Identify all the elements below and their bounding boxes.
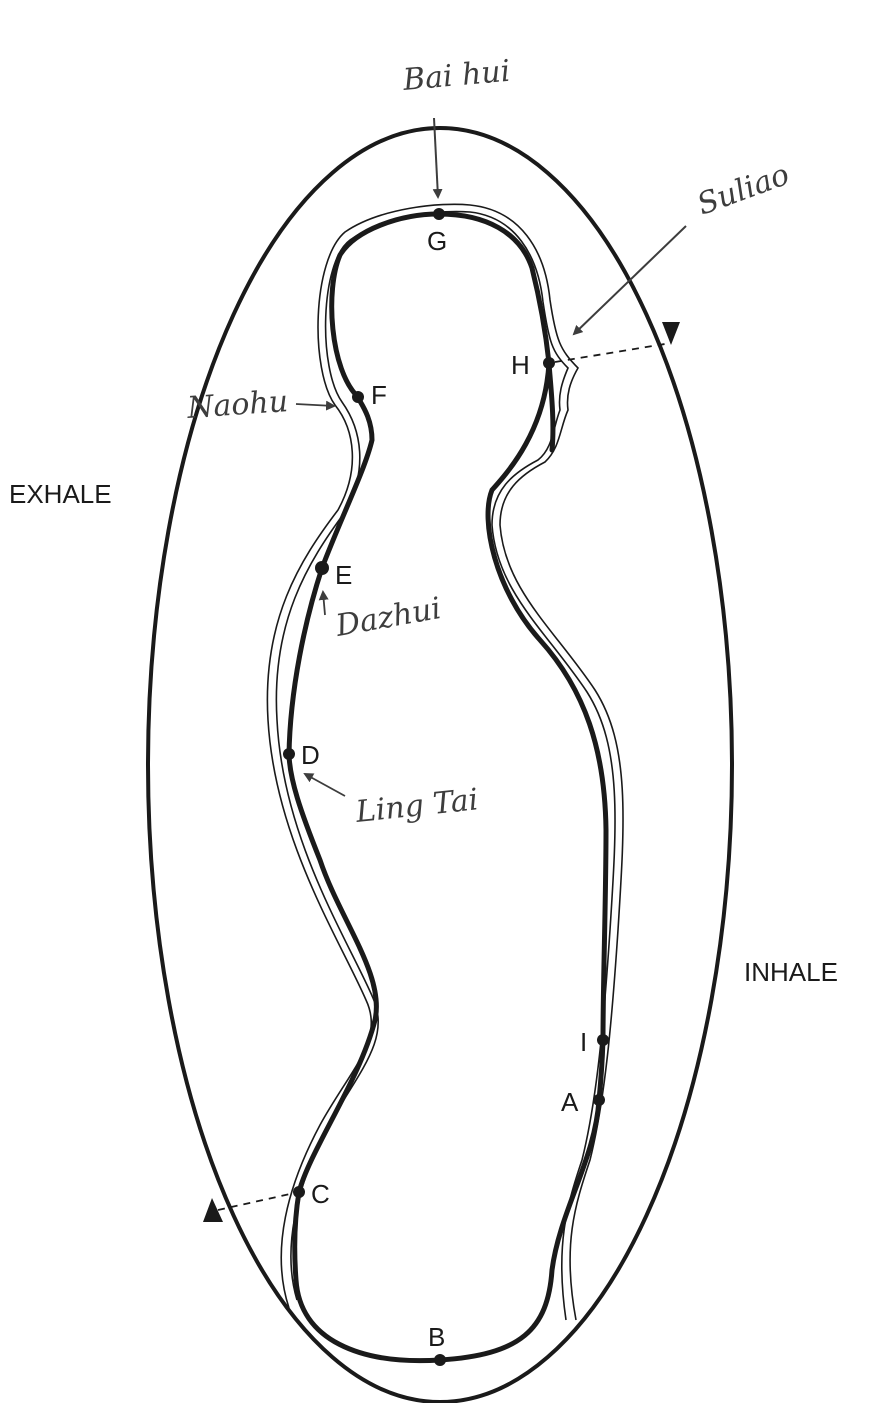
lingtai-arrow <box>305 774 345 796</box>
baihui-annotation: Bai hui <box>401 54 512 98</box>
body-outline-inner <box>276 212 615 1320</box>
dazhui-arrow <box>323 592 325 615</box>
inhale-label: INHALE <box>744 957 838 987</box>
lingtai-annotation: Ling Tai <box>353 782 480 830</box>
point-a-label: A <box>561 1087 579 1117</box>
naohu-annotation: Naohu <box>185 384 289 426</box>
dazhui-annotation: Dazhui <box>332 591 443 644</box>
point-a-dot <box>593 1094 605 1106</box>
point-h-dot <box>543 357 555 369</box>
naohu-arrow <box>296 404 334 406</box>
inhale-direction-arrow <box>662 322 680 345</box>
point-f-dot <box>352 391 364 403</box>
exhale-label: EXHALE <box>9 479 112 509</box>
body-outline <box>267 204 623 1320</box>
point-e-label: E <box>335 560 352 590</box>
point-h-label: H <box>511 350 530 380</box>
suliao-arrow <box>574 226 686 334</box>
point-i-dot <box>597 1034 609 1046</box>
outer-breath-loop <box>148 128 732 1402</box>
point-c-dot <box>293 1186 305 1198</box>
point-d-dot <box>283 748 295 760</box>
point-b-dot <box>434 1354 446 1366</box>
point-c-label: C <box>311 1179 330 1209</box>
point-d-label: D <box>301 740 320 770</box>
point-g-dot <box>433 208 445 220</box>
point-e-dot <box>315 561 329 575</box>
inhale-transition-line <box>555 343 671 362</box>
suliao-annotation: Suliao <box>693 157 794 222</box>
point-g-label: G <box>427 226 447 256</box>
point-f-label: F <box>371 380 387 410</box>
conception-vessel-path <box>440 363 606 1360</box>
point-b-label: B <box>428 1322 445 1352</box>
point-i-label: I <box>580 1027 587 1057</box>
